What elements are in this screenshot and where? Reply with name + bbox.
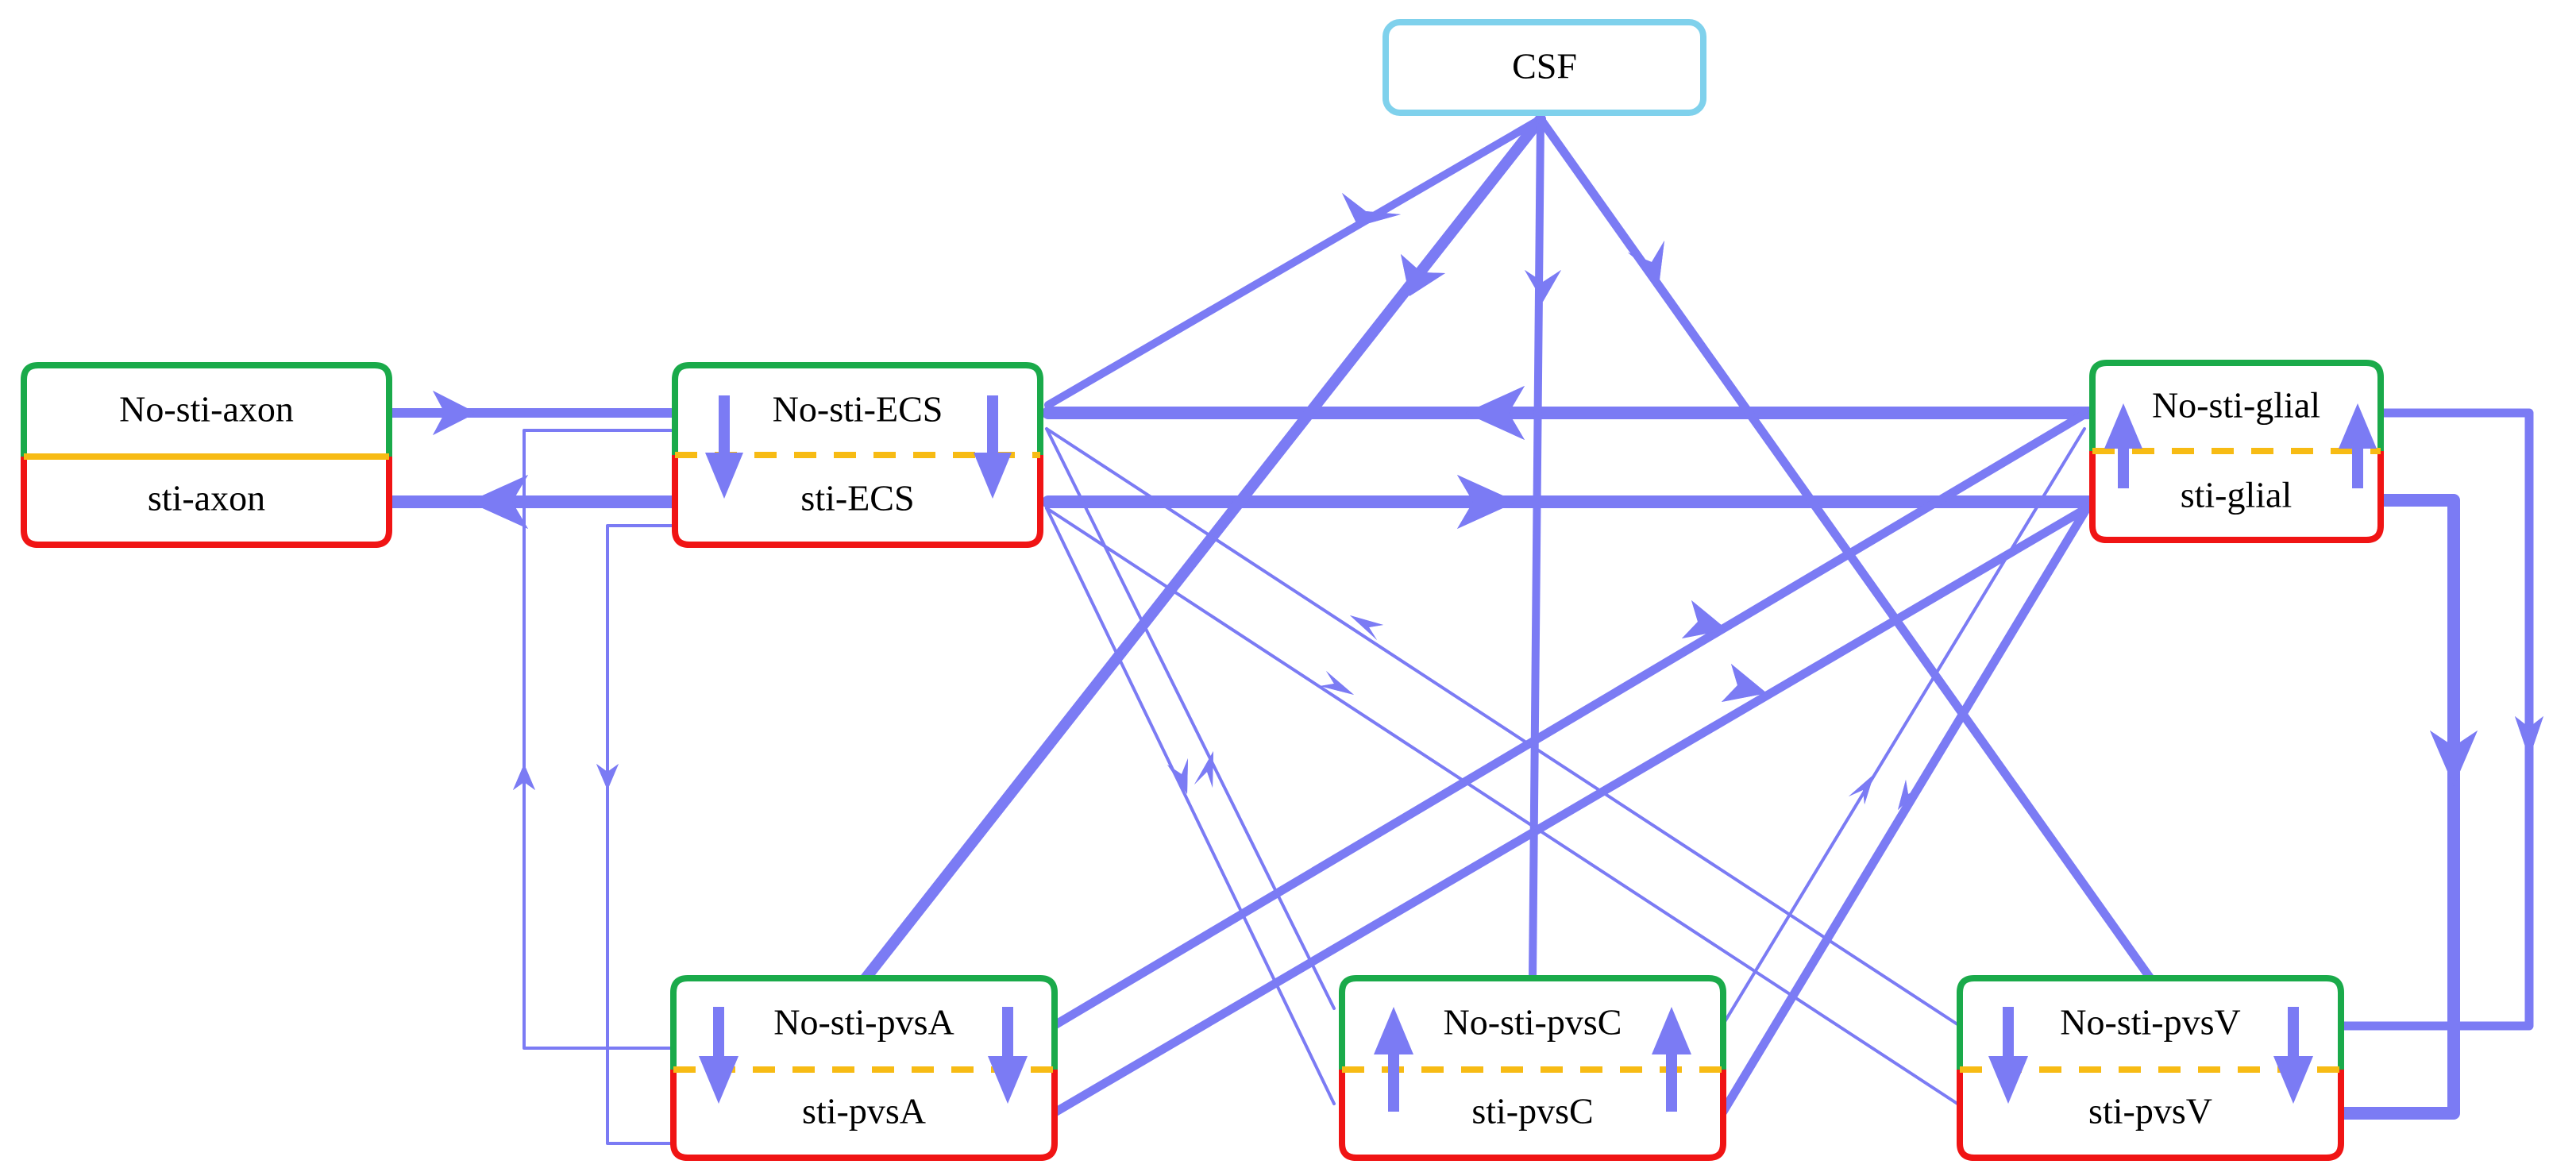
- axon-bottom-label: sti-axon: [148, 478, 265, 519]
- glial-bottom-border: [2089, 451, 2384, 543]
- pvsC-bottom-label: sti-pvsC: [1471, 1091, 1593, 1132]
- node-pvsA: No-sti-pvsA sti-pvsA: [670, 975, 1058, 1161]
- node-pvsV: No-sti-pvsV sti-pvsV: [1957, 975, 2344, 1161]
- node-pvsC: No-sti-pvsC sti-pvsC: [1339, 975, 1726, 1161]
- ecs-bottom-border: [672, 455, 1043, 548]
- glial-top-border: [2089, 360, 2384, 451]
- glial-bottom-label: sti-glial: [2181, 475, 2293, 515]
- flow-glial-to-pvsV-top: [2338, 408, 2534, 1031]
- pvsV-bottom-border: [1957, 1070, 2344, 1161]
- arrowheads: [433, 193, 2543, 1112]
- flow-csf-to-pvsC: [1529, 115, 1544, 982]
- axon-top-border: [21, 362, 392, 457]
- pvsA-bottom-label: sti-pvsA: [802, 1091, 926, 1132]
- flow-lines: [383, 114, 2534, 1145]
- flow-glial-to-pvsC: [1718, 503, 2092, 1116]
- ecs-top-label: No-sti-ECS: [773, 389, 943, 430]
- pvsV-bottom-label: sti-pvsV: [2088, 1091, 2212, 1132]
- pvsA-top-border: [670, 975, 1058, 1070]
- flow-pvsA-top-to-glial: [1051, 408, 2092, 1029]
- pvsA-top-label: No-sti-pvsA: [773, 1002, 954, 1043]
- flow-ecs-to-pvsC: [1045, 427, 1336, 1010]
- pvsV-top-border: [1957, 975, 2344, 1070]
- flow-ecs-to-pvsV: [1045, 507, 1959, 1105]
- flow-pvsA-bottom-to-glial: [1051, 503, 2092, 1116]
- flow-ecs-to-pvsA: [606, 524, 677, 1145]
- csf-box: [1382, 19, 1706, 116]
- ecs-bottom-label: sti-ECS: [800, 478, 914, 519]
- flow-pvsC-to-ecs: [1045, 507, 1336, 1105]
- pvsC-bottom-border: [1339, 1070, 1726, 1161]
- csf-label: CSF: [1512, 46, 1577, 87]
- flow-pvsA-to-ecs: [523, 429, 677, 1050]
- axon-top-label: No-sti-axon: [119, 389, 294, 430]
- node-csf: CSF: [1382, 19, 1706, 116]
- flow-pvsV-to-ecs: [1045, 427, 1959, 1026]
- flow-csf-to-pvsA: [860, 114, 1546, 984]
- flow-ecs-to-csf: [1044, 115, 1544, 409]
- pvsC-top-border: [1339, 975, 1726, 1070]
- node-axon: No-sti-axon sti-axon: [21, 362, 392, 548]
- node-ecs: No-sti-ECS sti-ECS: [672, 362, 1043, 548]
- pvsV-top-label: No-sti-pvsV: [2060, 1002, 2240, 1043]
- axon-bottom-border: [21, 457, 392, 548]
- flow-pvsC-to-glial: [1722, 427, 2086, 1026]
- flow-glial-to-pvsV-bottom: [2336, 494, 2460, 1120]
- pvsC-top-label: No-sti-pvsC: [1444, 1002, 1622, 1043]
- ecs-top-border: [672, 362, 1043, 455]
- node-glial: No-sti-glial sti-glial: [2089, 360, 2384, 543]
- pvsA-bottom-border: [670, 1070, 1058, 1161]
- glial-top-label: No-sti-glial: [2152, 385, 2320, 426]
